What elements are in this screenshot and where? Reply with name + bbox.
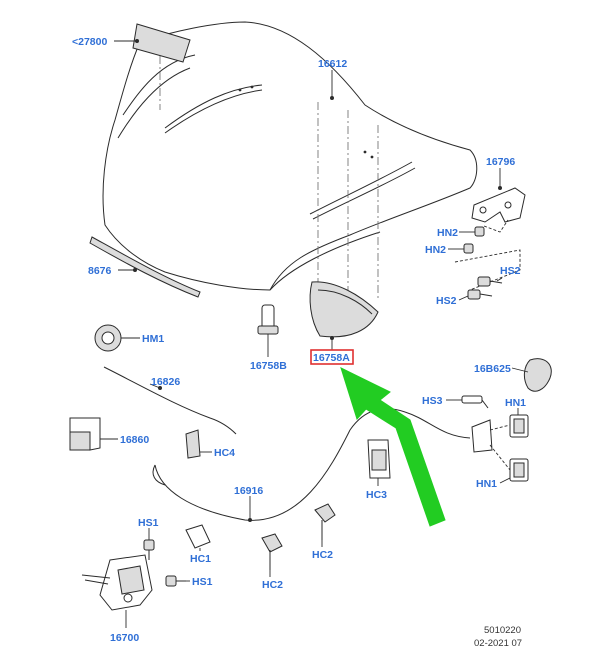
clip-hc1 (185, 524, 211, 549)
label-release-handle[interactable]: 16B625 (474, 363, 511, 375)
clip-hc2-right (314, 503, 336, 540)
label-hc4[interactable]: HC4 (214, 447, 235, 459)
label-cable[interactable]: 16916 (234, 485, 263, 497)
label-prop-pivot[interactable]: 16758B (250, 360, 287, 372)
label-hn1-top[interactable]: HN1 (505, 397, 526, 409)
label-hc1[interactable]: HC1 (190, 553, 211, 565)
label-hs3[interactable]: HS3 (422, 395, 443, 407)
pointer-arrow (340, 367, 446, 527)
insulator-pad (132, 23, 191, 63)
clip-hc4 (185, 429, 201, 459)
label-bracket[interactable]: 16860 (120, 434, 149, 446)
label-hs2-right[interactable]: HS2 (500, 265, 521, 277)
label-hn1-bottom[interactable]: HN1 (476, 478, 497, 490)
footer-code: 5010220 (484, 625, 521, 636)
label-hn2-bottom[interactable]: HN2 (425, 244, 446, 256)
release-handle (523, 358, 552, 392)
hinge-nut-top (474, 226, 485, 237)
label-hm1[interactable]: HM1 (142, 333, 164, 345)
label-hc3[interactable]: HC3 (366, 489, 387, 501)
front-seal (89, 236, 201, 298)
hinge-screw-right (477, 276, 503, 287)
release-cable (152, 408, 471, 521)
handle-bracket (471, 419, 493, 453)
clip-hc3 (367, 439, 391, 479)
label-hc2-left[interactable]: HC2 (262, 579, 283, 591)
label-hs1-top[interactable]: HS1 (138, 517, 159, 529)
rod-bracket (69, 417, 101, 451)
footer-date: 02-2021 07 (474, 638, 522, 649)
label-hc2-right[interactable]: HC2 (312, 549, 333, 561)
hinge-screw-left (467, 289, 493, 300)
hood-latch (81, 554, 153, 611)
label-bumper[interactable]: 16758A (313, 352, 350, 364)
label-support-rod[interactable]: 16826 (151, 376, 180, 388)
screw-hs3 (461, 395, 489, 409)
grommet-hm1 (94, 324, 122, 352)
label-hn2-top[interactable]: HN2 (437, 227, 458, 239)
label-hinge[interactable]: 16796 (486, 156, 515, 168)
highlight-box (310, 349, 354, 365)
label-hood[interactable]: 16612 (318, 58, 347, 70)
nut-hn1-bottom (509, 458, 529, 482)
label-latch[interactable]: 16700 (110, 632, 139, 644)
hood-support-rod (103, 366, 237, 435)
hood-hinge (471, 187, 526, 223)
label-seal[interactable]: 8676 (88, 265, 112, 277)
clip-hc2-left (261, 533, 283, 570)
label-hs2-left[interactable]: HS2 (436, 295, 457, 307)
prop-rod-pivot (257, 304, 279, 335)
label-hs1-bottom[interactable]: HS1 (192, 576, 213, 588)
hood-panel (102, 21, 478, 291)
label-insulator-ref[interactable]: <27800 (72, 36, 107, 48)
hinge-nut-bottom (463, 243, 474, 254)
hood-bumper-pad (309, 281, 379, 338)
nut-hn1-top (509, 414, 529, 438)
